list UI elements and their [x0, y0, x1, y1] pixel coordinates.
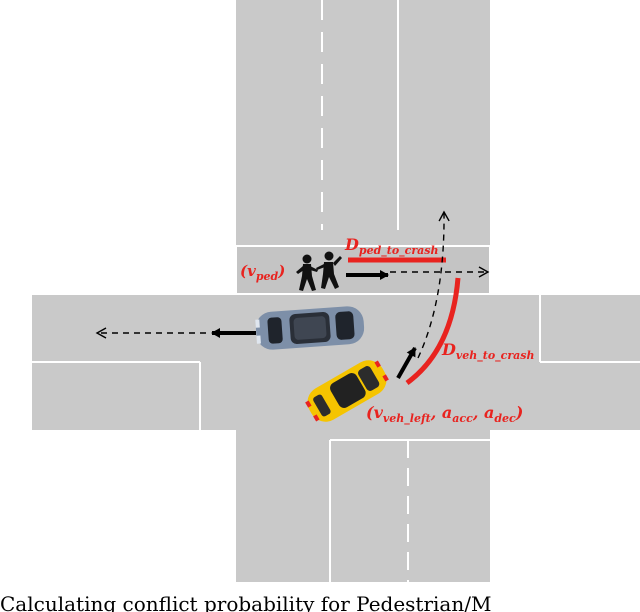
d-veh-to-crash-label: Dveh_to_crash [441, 340, 535, 363]
vehicle-params-label: (vveh_left, aacc, adec) [366, 403, 523, 426]
road-network [32, 0, 640, 582]
veh-to-crash-distance [405, 277, 461, 386]
d-ped-to-crash-label: Dped_to_crash [344, 235, 439, 258]
crosswalk [235, 245, 491, 295]
yellow-car-turn-trajectory [417, 210, 450, 359]
pedestrians-icon [296, 251, 342, 291]
yellow-car-velocity-arrow [396, 347, 417, 379]
figure-caption: Calculating conflict probability for Ped… [0, 594, 492, 612]
grey-car-icon [255, 306, 365, 350]
v-ped-label: (vped) [240, 262, 285, 283]
yellow-car-icon [305, 360, 389, 422]
